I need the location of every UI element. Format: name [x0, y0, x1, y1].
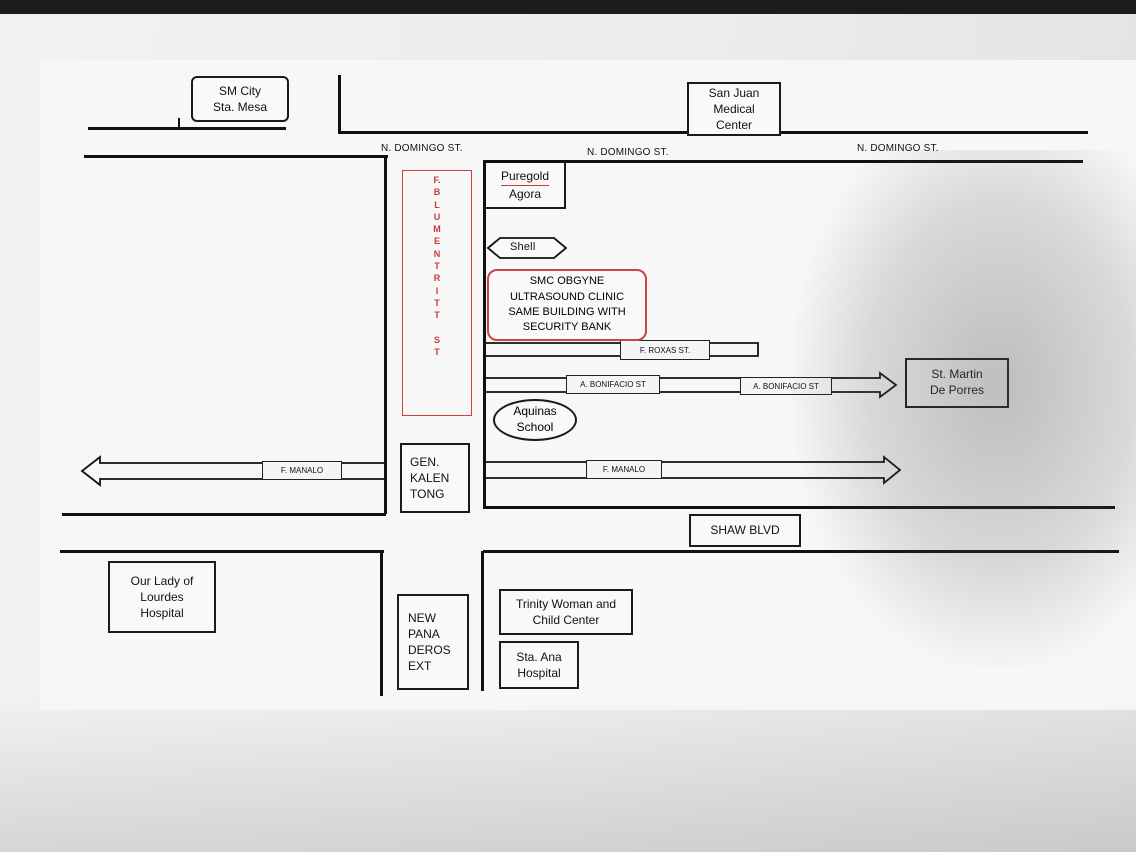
- road-left-vertical: [384, 156, 387, 514]
- road-bottom-left-block: [62, 513, 386, 516]
- a-bonifacio-street-outline: [486, 371, 898, 399]
- road-top-mid-vertical: [338, 75, 341, 131]
- road-n-domingo-south-right: [483, 160, 1083, 163]
- n-domingo-label-3: N. DOMINGO ST.: [857, 143, 939, 154]
- f-manalo-east-outline: [486, 455, 902, 485]
- f-manalo-west-outline: [80, 455, 384, 487]
- road-n-domingo-south-left: [84, 155, 388, 158]
- n-domingo-label-2: N. DOMINGO ST.: [587, 147, 669, 158]
- road-lower-right-vertical: [481, 551, 484, 691]
- blumentritt-frame: [402, 170, 472, 416]
- smc-obgyne-clinic: SMC OBGYNE ULTRASOUND CLINIC SAME BUILDI…: [487, 269, 647, 341]
- shaw-blvd-label: SHAW BLVD: [689, 514, 801, 547]
- road-lower-left-vertical: [380, 551, 383, 696]
- shell-marker-shape: [486, 237, 568, 259]
- road-top-left-tick: [178, 118, 180, 128]
- shell-label: Shell: [510, 241, 536, 253]
- a-bonifacio-label-1: A. BONIFACIO ST: [566, 375, 660, 394]
- f-manalo-east-label: F. MANALO: [586, 460, 662, 479]
- road-top-left: [88, 127, 286, 130]
- a-bonifacio-label-2: A. BONIFACIO ST: [740, 377, 832, 395]
- n-domingo-label-1: N. DOMINGO ST.: [381, 143, 463, 154]
- blumentritt-street-label: F. B L U M E N T R I T T S T: [433, 175, 441, 357]
- road-bottom-right-block: [483, 506, 1115, 509]
- road-right-vertical: [483, 161, 486, 509]
- road-shaw-south-left: [60, 550, 384, 553]
- f-manalo-west-label: F. MANALO: [262, 461, 342, 480]
- f-roxas-label: F. ROXAS ST.: [620, 340, 710, 360]
- road-shaw-south-right: [483, 550, 1119, 553]
